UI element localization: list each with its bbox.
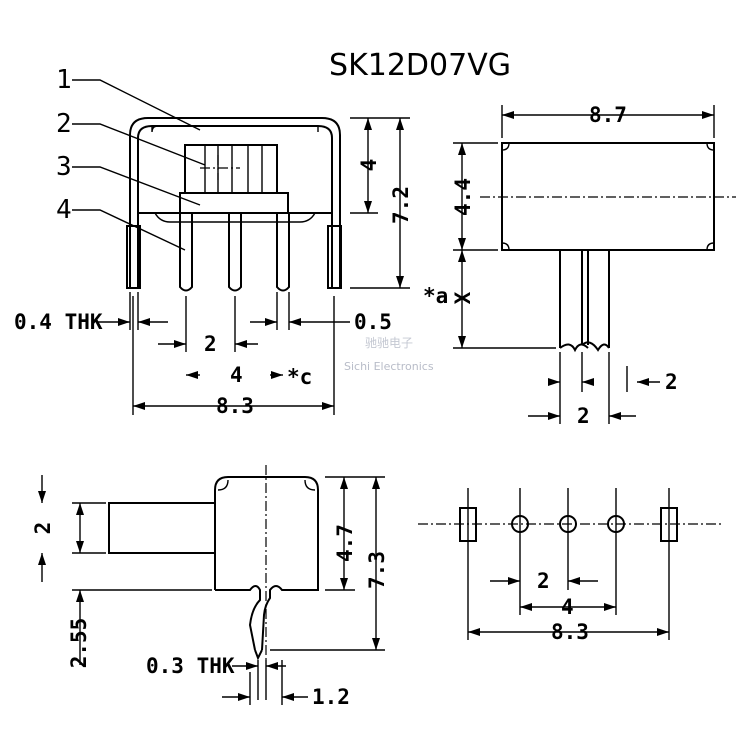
- end-actuator: [108, 502, 216, 554]
- dim-x: X: [451, 291, 475, 304]
- footprint-dimensions: 2 4 8.3: [468, 569, 669, 644]
- pin-3: [276, 213, 290, 292]
- front-view-dimensions: 7.2 4 0.4 THK 0.5 2 4: [14, 117, 413, 418]
- fp-width: 8.3: [551, 620, 589, 644]
- dim-thk-03: 0.3 THK: [146, 654, 235, 678]
- callout-2: 2: [56, 109, 72, 139]
- end-view-dimensions: 2 4.7 7.3 2.55 0.3 THK 1.2: [31, 475, 389, 709]
- front-view: [126, 117, 342, 292]
- slider-actuator: [184, 144, 278, 194]
- end-body-right: [214, 476, 319, 651]
- pin-2: [228, 213, 242, 292]
- shell-inner-left: [137, 125, 153, 288]
- part-number-title: SK12D07VG: [329, 48, 511, 83]
- dim-12: 1.2: [312, 685, 350, 709]
- note-a: *a: [423, 284, 448, 308]
- dim-side-pitch-b: 2: [577, 404, 590, 428]
- fp-pitch-2: 2: [537, 569, 550, 593]
- side-view: [480, 142, 736, 353]
- dim-height-overall: 7.2: [389, 186, 413, 224]
- note-c: *c: [287, 365, 312, 389]
- dim-pitch-2: 2: [204, 332, 217, 356]
- shell-inner-right: [317, 125, 333, 288]
- shell-leg-right: [327, 225, 342, 289]
- callout-1: 1: [56, 65, 72, 95]
- dim-width-83: 8.3: [216, 394, 254, 418]
- dim-side-pitch-a: 2: [665, 370, 678, 394]
- fp-pitch-4: 4: [561, 595, 574, 619]
- dim-thk-04: 0.4 THK: [14, 310, 103, 334]
- pin-1: [179, 213, 193, 292]
- dim-255: 2.55: [67, 618, 91, 669]
- end-body-left: [215, 585, 261, 651]
- base-plate: [179, 192, 289, 214]
- callout-4: 4: [56, 195, 72, 225]
- dim-side-width: 8.7: [589, 103, 627, 127]
- side-view-dimensions: 8.7 4.4 X *a 2 2: [423, 103, 715, 428]
- end-view: [108, 465, 319, 661]
- callout-3: 3: [56, 152, 72, 182]
- dim-pin-width: 0.5: [354, 310, 392, 334]
- footprint-view: [418, 488, 722, 640]
- callouts: 1 2 3 4: [56, 65, 206, 251]
- dim-side-height: 4.4: [451, 178, 475, 216]
- dim-pitch-4: 4: [230, 363, 243, 387]
- watermark-cn: 驰驰电子: [365, 336, 413, 350]
- dim-actuator-width: 2: [31, 522, 55, 535]
- shell-outline: [129, 117, 341, 288]
- dim-height-body: 4: [357, 159, 381, 172]
- watermark-en: Sichi Electronics: [344, 360, 434, 373]
- dim-height-47: 4.7: [333, 524, 357, 562]
- dim-height-73: 7.3: [365, 551, 389, 589]
